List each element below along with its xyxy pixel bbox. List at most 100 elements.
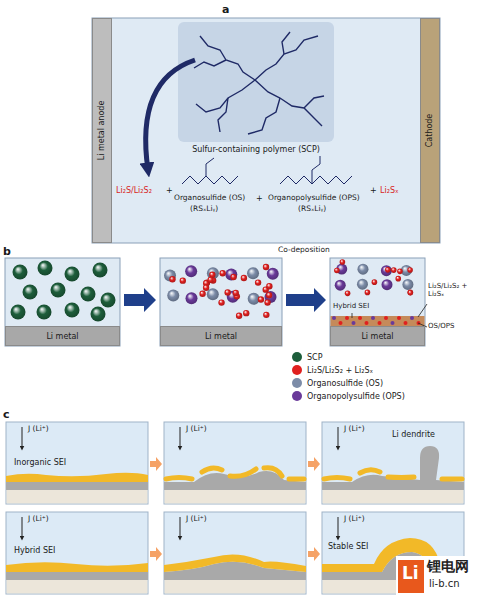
panel-letter: b (3, 246, 11, 259)
sei-layer (164, 554, 306, 572)
scp-sphere (11, 305, 26, 320)
panel-letter: c (3, 409, 10, 422)
legend-text: SCP (307, 353, 323, 362)
li2s-sphere (233, 290, 239, 296)
substrate (165, 580, 306, 594)
li2s-sphere (180, 277, 186, 283)
li2s-sphere (224, 289, 230, 295)
sei-particle (384, 316, 388, 320)
li2s-sphere (207, 277, 213, 283)
sei-panel (164, 512, 320, 594)
electrolyte-panel (322, 512, 464, 594)
scp-sphere (91, 307, 106, 322)
polymer-patch (178, 22, 334, 142)
reaction-arrow (146, 60, 195, 170)
li2s-sphere (408, 289, 414, 295)
flux-arrow (180, 427, 181, 448)
li2s-sphere (365, 290, 371, 296)
li2s-sphere (334, 268, 340, 274)
li2s-sphere (397, 269, 403, 275)
annotation: Li₂Sₓ (380, 186, 399, 195)
organopolysulfide-structure (280, 176, 352, 184)
sei-panel (6, 422, 162, 504)
anode-bar: Li metal anode (92, 18, 112, 243)
sulfide-sphere (167, 289, 179, 301)
electrolyte-panel (322, 422, 464, 504)
sei-layer (6, 562, 148, 572)
sei-particle (391, 321, 395, 325)
polymer-chain (218, 98, 228, 132)
legend-swatch (292, 352, 302, 362)
annotation: J (Li⁺) (344, 425, 365, 434)
li2s-sphere (266, 283, 272, 289)
sei-fragment (230, 469, 256, 476)
substrate (323, 490, 464, 504)
li2s-sphere (372, 279, 378, 285)
li2s-sphere (263, 312, 269, 318)
li2s-sphere (219, 270, 225, 276)
li2s-sphere (340, 259, 346, 265)
sei-particle (371, 316, 375, 320)
li-deposit (6, 572, 148, 580)
scp-sphere (23, 285, 38, 300)
electrolyte-panel (164, 512, 306, 594)
annotation: Li dendrite (392, 430, 435, 439)
legend-row: Organopolysulfide (OPS) (292, 391, 405, 401)
sulfide-sphere (267, 268, 279, 280)
scp-sphere (101, 293, 116, 308)
li2s-sphere (218, 299, 224, 305)
annotation: Stable SEI (328, 542, 368, 551)
scp-sphere (13, 265, 28, 280)
scp-sphere (65, 267, 80, 282)
electrolyte-panel (160, 258, 282, 346)
sei-fragment (264, 468, 282, 476)
sei-panel (322, 512, 464, 594)
li2s-sphere (407, 267, 413, 273)
legend-swatch (292, 365, 302, 375)
sulfide-sphere (185, 265, 197, 277)
process-arrow (286, 288, 326, 312)
watermark: Li (402, 564, 419, 584)
annotation: (RSₓLiᵧ) (190, 205, 218, 214)
scp-sphere (81, 287, 96, 302)
watermark-logo (398, 560, 424, 593)
sei-fragment (388, 475, 414, 481)
node-text: Li metal anode (98, 101, 107, 161)
annotation: Sulfur-containing polymer (SCP) (184, 145, 328, 154)
watermark-patch (396, 556, 482, 597)
flux-arrow (338, 427, 339, 448)
sei-fragment (166, 478, 192, 480)
watermark: 锂电网 (427, 558, 469, 574)
annotation: OS/OPS (428, 322, 455, 330)
sei-fragment (324, 478, 350, 480)
annotation: J (Li⁺) (28, 425, 49, 434)
sei-panel (322, 422, 464, 504)
organosulfide-structure (206, 158, 214, 176)
li2s-sphere (203, 285, 209, 291)
substrate (165, 490, 306, 504)
annotation: + (370, 186, 377, 195)
hybrid-sei-layer (331, 316, 425, 326)
step-arrow (308, 457, 320, 471)
scp-sphere (65, 303, 80, 318)
sei-fragment (442, 477, 462, 482)
sulfide-sphere (185, 292, 197, 304)
li2s-sphere (169, 276, 175, 282)
leader-line (418, 304, 427, 317)
polymer-chain (194, 60, 226, 68)
sulfide-sphere (402, 279, 413, 290)
sei-particle (410, 316, 414, 320)
step-arrow (150, 547, 162, 561)
sulfide-sphere (381, 265, 392, 276)
electrolyte-panel (5, 258, 120, 346)
annotation: J (Li⁺) (186, 425, 207, 434)
annotation: Li₂S/Li₂S₂ + Li₂Sₓ (428, 282, 482, 298)
cathode-bar: Cathode (420, 18, 440, 243)
sulfide-sphere (164, 270, 176, 282)
sei-layer (6, 473, 148, 482)
sulfide-sphere (247, 267, 259, 279)
sei-particle (358, 316, 362, 320)
cell-housing (92, 18, 440, 243)
node-text: Li metal (46, 332, 78, 341)
scp-sphere (38, 261, 53, 276)
